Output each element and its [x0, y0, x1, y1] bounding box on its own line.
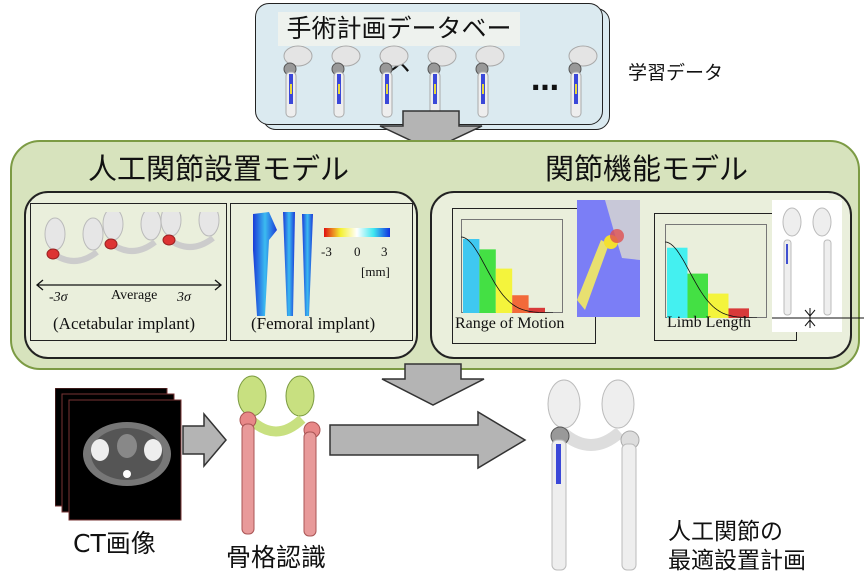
chart-bar — [708, 293, 729, 318]
femoral-stems — [253, 212, 313, 316]
scale-min: -3 — [321, 244, 332, 259]
sigma-range-arrow-icon — [35, 279, 223, 291]
chart-fit-curve — [461, 236, 553, 313]
acetabular-caption: (Acetabular implant) — [53, 314, 196, 333]
axis-average: Average — [111, 288, 158, 303]
pelvis-models — [44, 212, 221, 264]
bone-models-row — [283, 45, 598, 118]
ellipsis: … — [531, 64, 559, 97]
chart-bar — [479, 249, 496, 313]
chart-bar — [512, 295, 529, 313]
segmented-skeleton — [237, 375, 321, 537]
result-label-line1: 人工関節の — [668, 519, 783, 545]
rom-caption: Range of Motion — [455, 315, 565, 332]
right-arrow-icon — [182, 412, 227, 468]
acetabular-box: -3σ Average 3σ (Acetabular implant) — [30, 203, 227, 341]
limb-length-chart — [665, 224, 767, 318]
segmentation-label: 骨格認識 — [226, 543, 327, 572]
rom-box: Range of Motion — [452, 208, 596, 344]
scale-mid: 0 — [354, 244, 361, 259]
result-label-line2: 最適設置計画 — [668, 548, 806, 574]
scale-max: 3 — [381, 244, 388, 259]
ct-image-stack — [55, 388, 182, 521]
down-arrow-icon — [381, 363, 485, 406]
axis-minus-3-sigma: -3σ — [49, 290, 68, 305]
planned-skeleton — [547, 379, 640, 571]
chart-fit-curve — [665, 241, 757, 318]
training-data-label: 学習データ — [628, 62, 724, 84]
implant-model-title: 人工関節設置モデル — [88, 152, 350, 186]
limb-length-image — [772, 200, 864, 332]
right-arrow-icon — [329, 410, 527, 470]
hip-rom-image — [577, 200, 640, 317]
result-label: 人工関節の 最適設置計画 — [668, 518, 806, 576]
function-model-title: 関節機能モデル — [545, 152, 749, 186]
chart-bar — [667, 247, 688, 318]
chart-bar — [463, 239, 480, 313]
rom-chart — [461, 219, 563, 313]
femoral-caption: (Femoral implant) — [251, 314, 376, 333]
femoral-box: -3 0 3 [mm] (Femoral implant) — [230, 203, 413, 341]
scale-unit: [mm] — [361, 264, 390, 279]
down-arrow-icon — [379, 110, 483, 151]
limb-caption: Limb Length — [667, 314, 751, 331]
chart-bar — [728, 308, 749, 318]
chart-bar — [687, 273, 708, 318]
axis-3-sigma: 3σ — [177, 290, 191, 305]
ct-label: CT画像 — [73, 529, 156, 558]
database-title: 手術計画データベース — [278, 12, 520, 77]
color-scale-bar — [324, 228, 390, 237]
chart-bar — [495, 268, 513, 313]
database-card: 手術計画データベース … — [255, 3, 603, 125]
chart-bar — [528, 307, 545, 313]
